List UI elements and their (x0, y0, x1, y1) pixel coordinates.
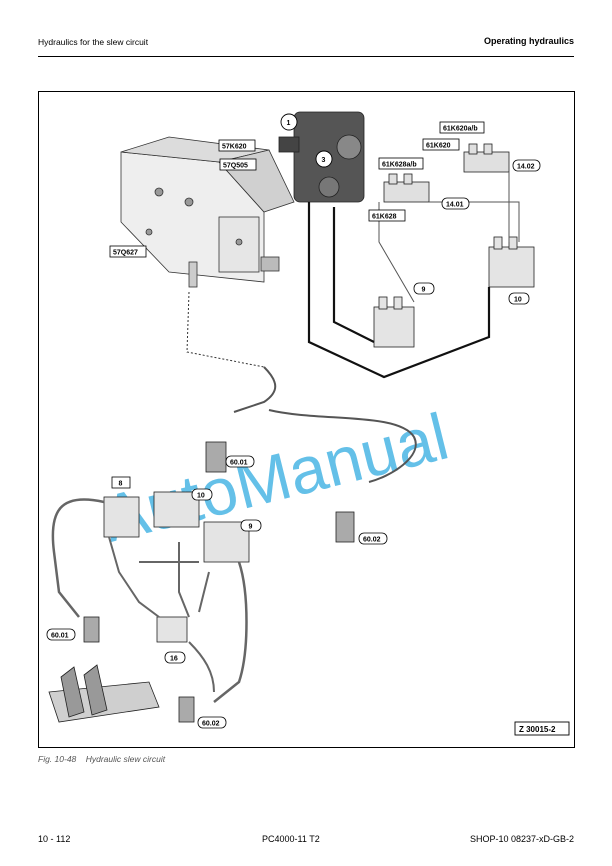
footer-model: PC4000-11 T2 (262, 834, 320, 844)
valve-block-57 (120, 136, 295, 288)
callout-10-top: 10 (508, 292, 530, 305)
svg-text:14.01: 14.01 (446, 202, 464, 209)
svg-text:57Q505: 57Q505 (223, 163, 248, 170)
svg-text:61K628: 61K628 (372, 214, 397, 221)
pilot-valve-60-02-bottom (178, 696, 195, 723)
svg-text:60.01: 60.01 (51, 633, 69, 640)
hydraulic-diagram: AutoManual (46, 111, 570, 736)
pilot-valve-60-01-top (205, 441, 227, 473)
svg-text:9: 9 (422, 287, 426, 294)
svg-text:10: 10 (514, 297, 522, 304)
control-valve-10-top (488, 236, 535, 288)
label-60-02-bottom: 60.02 (197, 716, 227, 729)
pipe-network (108, 536, 210, 618)
callout-1: 1 (280, 113, 298, 131)
figure-reference: Z 30015-2 (514, 721, 570, 736)
svg-text:60.01: 60.01 (230, 460, 248, 467)
header-section-title: Hydraulics for the slew circuit (38, 37, 149, 47)
valve-10-bottom (153, 491, 200, 528)
footer-document-id: SHOP-10 08237-xD-GB-2 (469, 834, 574, 844)
watermark: AutoManual (96, 399, 456, 556)
label-57K620: 57K620 (218, 139, 256, 152)
header-rule (38, 56, 574, 57)
svg-text:1: 1 (287, 120, 291, 127)
label-57Q505: 57Q505 (219, 158, 257, 171)
pilot-valve-60-01-bottom (83, 616, 100, 643)
svg-text:9: 9 (249, 524, 253, 531)
label-61K628ab: 61K628a/b (378, 157, 424, 170)
label-14-02: 14.02 (512, 159, 541, 172)
svg-text:61K628a/b: 61K628a/b (382, 162, 417, 169)
hose-center (233, 366, 277, 413)
page-number: 10 - 112 (38, 834, 71, 844)
svg-text:57Q627: 57Q627 (113, 250, 138, 257)
callout-10-bottom: 10 (191, 488, 213, 501)
figure-number: Fig. 10-48 (38, 754, 77, 764)
valve-16 (156, 616, 188, 643)
svg-text:10: 10 (197, 493, 205, 500)
header-chapter-title: Operating hydraulics (483, 36, 574, 46)
callout-9-top: 9 (413, 282, 435, 295)
svg-text:3: 3 (322, 157, 326, 164)
svg-text:16: 16 (170, 656, 178, 663)
valve-8 (103, 496, 140, 538)
label-57Q627: 57Q627 (109, 245, 147, 258)
solenoid-valve-61K628 (383, 173, 430, 203)
circuit-line-thick (307, 202, 491, 379)
svg-text:61K620a/b: 61K620a/b (443, 126, 478, 133)
pilot-valve-60-02-top (335, 511, 355, 543)
svg-text:60.02: 60.02 (202, 721, 220, 728)
control-valve-9-top (373, 296, 415, 348)
svg-text:8: 8 (119, 481, 123, 488)
circuit-line-thick-2 (332, 207, 375, 343)
hose-loop-right (213, 561, 248, 703)
hose-loop-left (51, 498, 105, 618)
label-61K620: 61K620 (422, 138, 460, 151)
hose-bottom (188, 641, 215, 693)
label-60-01-bottom: 60.01 (46, 628, 76, 641)
figure-caption-text: Hydraulic slew circuit (85, 754, 166, 764)
callout-3: 3 (315, 150, 333, 168)
pedal-assembly (48, 664, 160, 723)
svg-text:61K620: 61K620 (426, 143, 451, 150)
solenoid-valve-61K620 (463, 143, 510, 173)
hose-right (268, 409, 417, 483)
callout-16: 16 (164, 651, 186, 664)
svg-text:57K620: 57K620 (222, 144, 247, 151)
svg-text:Z 30015-2: Z 30015-2 (519, 725, 556, 734)
label-60-01-top: 60.01 (225, 455, 255, 468)
svg-text:14.02: 14.02 (517, 164, 535, 171)
label-60-02-top: 60.02 (358, 532, 388, 545)
label-14-01: 14.01 (441, 197, 470, 210)
svg-text:60.02: 60.02 (363, 537, 381, 544)
pilot-line-dotted (186, 291, 265, 368)
label-61K628: 61K628 (368, 209, 406, 222)
figure-frame: AutoManual (38, 91, 575, 748)
callout-8: 8 (111, 476, 131, 489)
callout-9-bottom: 9 (240, 519, 262, 532)
figure-caption: Fig. 10-48 Hydraulic slew circuit (38, 754, 165, 764)
label-61K620ab: 61K620a/b (439, 121, 485, 134)
